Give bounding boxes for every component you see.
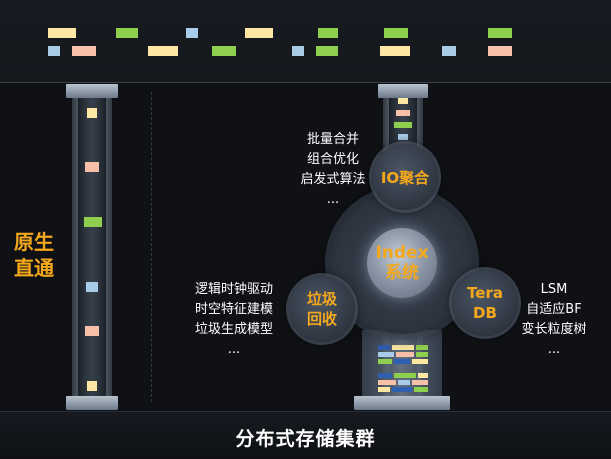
data-block [396,110,410,116]
io-note-item: 组合优化 [306,152,359,167]
data-block [488,28,512,38]
data-block [212,46,236,56]
mini-block [396,352,414,357]
mini-block [378,359,392,364]
mini-block [414,387,428,392]
io-aggregation-label: IO聚合 [380,168,430,187]
left-pillar-bottom-cap [66,396,118,410]
teradb-note-item: ... [547,342,561,357]
data-block [442,46,456,56]
left-pillar-top-cap [66,84,118,98]
data-block [48,46,60,56]
io-notes: 批量合并 组合优化 启发式算法 ... [290,130,376,210]
data-block [87,381,97,391]
data-block [384,28,408,38]
teradb-node: Tera DB [452,270,518,336]
data-block [398,98,408,104]
side-title: 原生 直通 [14,229,58,281]
data-block [245,28,273,38]
data-block [72,46,96,56]
mini-block [392,345,414,350]
mini-block [378,352,394,357]
teradb-note-item: 自适应BF [526,302,582,317]
side-title-line2: 直通 [14,256,54,280]
storage-floor [0,411,611,459]
right-pillar-top-cap [378,84,428,98]
io-aggregation-node: IO聚合 [372,144,438,210]
side-title-line1: 原生 [14,230,54,254]
teradb-notes: LSM 自适应BF 变长粒度树 ... [514,280,594,360]
data-block [380,46,410,56]
data-block [116,28,138,38]
index-system-node: Index 系统 [367,228,437,298]
io-note-item: 批量合并 [306,132,359,147]
gc-note-item: ... [227,342,241,357]
mini-block [416,345,428,350]
mini-block [394,359,410,364]
mini-block [378,387,390,392]
gc-label-line2: 回收 [306,310,337,328]
data-block [48,28,76,38]
gc-note-item: 垃圾生成模型 [194,322,273,337]
teradb-note-item: 变长粒度树 [521,322,587,337]
io-note-item: 启发式算法 [300,172,366,187]
mini-block [394,373,416,378]
gc-label-line1: 垃圾 [306,290,337,308]
teradb-note-item: LSM [540,282,568,297]
data-block [85,162,99,172]
data-block [394,122,412,128]
data-block [316,46,338,56]
data-block [84,217,102,227]
data-block [86,282,98,292]
data-block [292,46,304,56]
data-block [87,108,97,118]
floor-title: 分布式存储集群 [235,428,376,450]
mini-block [412,380,428,385]
mini-block [416,352,428,357]
teradb-label-line2: DB [473,304,497,322]
mini-block [398,380,410,385]
teradb-label-line1: Tera [467,284,503,302]
gc-note-item: 逻辑时钟驱动 [194,282,273,297]
gc-notes: 逻辑时钟驱动 时空特征建模 垃圾生成模型 ... [186,280,282,360]
mini-block [418,373,428,378]
left-pillar-core [78,84,106,402]
storage-base-bottom-cap [354,396,450,410]
data-block [186,28,198,38]
mini-block [392,387,412,392]
gc-note-item: 时空特征建模 [194,302,273,317]
garbage-collection-node: 垃圾 回收 [289,276,355,342]
data-block [488,46,512,56]
index-label-line2: 系统 [385,263,419,283]
data-block [398,134,408,140]
data-block [148,46,178,56]
io-note-item: ... [326,192,340,207]
mini-block [378,380,396,385]
index-label-line1: Index [375,243,429,263]
data-block [318,28,338,38]
data-block [85,326,99,336]
dashed-divider [151,92,152,402]
mini-block [412,359,428,364]
mini-block [378,373,392,378]
mini-block [378,345,390,350]
data-stream-band [0,0,611,83]
